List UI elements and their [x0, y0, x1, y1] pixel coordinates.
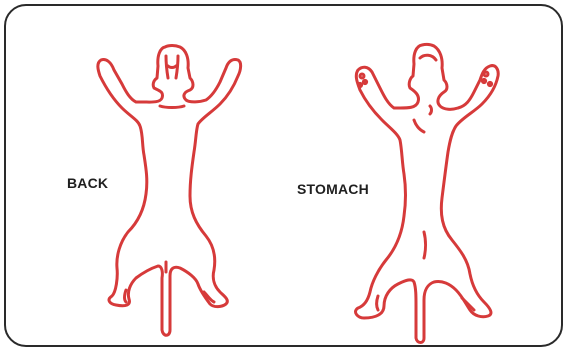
back-figure-outline: [98, 46, 241, 336]
stomach-figure-outline: [356, 44, 499, 342]
back-label: BACK: [67, 175, 108, 191]
stomach-label: STOMACH: [297, 181, 369, 197]
